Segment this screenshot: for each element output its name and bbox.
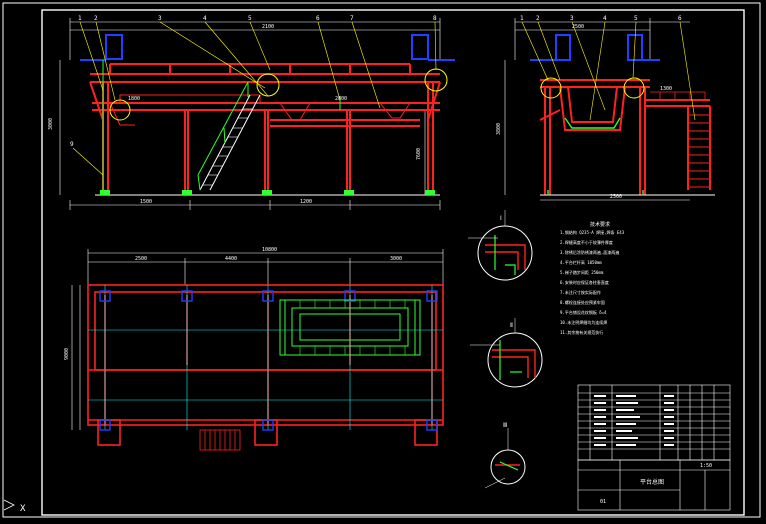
side-view: 1 2 3 4 5 6 2500 1300 3800 2500: [496, 15, 715, 201]
detail-label-3: Ⅲ: [503, 422, 507, 429]
front-dim-4: 3000: [48, 118, 54, 130]
notes-title: 技术要求: [590, 221, 610, 228]
plan-dim-1: 2500: [135, 256, 147, 262]
ucs-icon: [3, 499, 15, 511]
side-balloon-1: 1: [520, 15, 524, 22]
front-balloon-1: 1: [78, 15, 82, 22]
plan-dim-4: 10800: [262, 247, 277, 253]
side-balloon-5: 5: [634, 15, 638, 22]
front-view-dimensions: 2100 1800 2800 3000 1500 1200 7600: [48, 24, 422, 205]
plan-dim-3: 3000: [390, 256, 402, 262]
notes-line-5: 5.梯子踏步间距 250mm: [560, 269, 604, 275]
notes-line-8: 8.螺栓连接处应预紧牢固: [560, 299, 605, 305]
front-balloon-4: 4: [203, 15, 207, 22]
technical-notes: 技术要求 1.钢结构 Q235-A 焊接,焊条 E43 2.焊缝高度不小于较薄件…: [560, 221, 625, 335]
side-view-dimensions: 2500 1300 3800 2500: [496, 24, 672, 200]
notes-line-11: 11.其余按有关规范执行: [560, 329, 603, 335]
notes-line-6: 6.安装时应保证各柱垂直度: [560, 279, 609, 285]
front-dim-3: 2800: [335, 96, 347, 102]
notes-line-7: 7.未注尺寸按实际配作: [560, 289, 601, 295]
parts-list-fill: [594, 395, 674, 446]
side-balloon-2: 2: [536, 15, 540, 22]
side-dim-1: 2500: [572, 24, 584, 30]
front-balloon-3: 3: [158, 15, 162, 22]
front-dim-6: 1200: [300, 199, 312, 205]
front-balloon-8: 8: [433, 15, 437, 22]
title-block-text: 平台总图 1:50 01: [600, 463, 712, 505]
notes-line-3: 3.除锈后涂防锈漆两遍,面漆两遍: [560, 249, 619, 255]
plan-view-dimensions: 2500 4400 3000 10800 9000: [64, 247, 402, 360]
parts-list: [577, 384, 731, 461]
detail-label-2: Ⅱ: [510, 322, 513, 329]
front-dim-2: 1800: [128, 96, 140, 102]
side-balloon-6: 6: [678, 15, 682, 22]
side-balloon-3: 3: [570, 15, 574, 22]
detail-label-1: Ⅰ: [500, 215, 502, 222]
notes-line-10: 10.未注明焊缝均为连续焊: [560, 319, 607, 325]
front-view: 1 2 3 4 5 6 7 8 9 2100 1800 2800 3000 15…: [48, 15, 455, 210]
front-balloon-2: 2: [94, 15, 98, 22]
front-balloon-6: 6: [316, 15, 320, 22]
front-view-balloons: 1 2 3 4 5 6 7 8 9: [70, 15, 437, 148]
detail-labels: Ⅰ Ⅱ Ⅲ: [500, 215, 513, 429]
side-dim-2: 1300: [660, 86, 672, 92]
drawing-frame: [2, 2, 761, 518]
ucs-axis-label: X: [20, 504, 26, 514]
plan-dim-5: 9000: [64, 348, 70, 360]
side-balloon-4: 4: [603, 15, 607, 22]
notes-line-9: 9.平台铺设花纹钢板 δ=4: [560, 309, 607, 315]
front-balloon-5: 5: [248, 15, 252, 22]
title-block: [577, 459, 731, 511]
drawing-scale: 1:50: [700, 463, 712, 469]
drawing-title: 平台总图: [640, 478, 664, 486]
notes-line-4: 4.平台栏杆高 1050mm: [560, 259, 602, 265]
side-dim-4: 2500: [610, 194, 622, 200]
plan-view: 2500 4400 3000 10800 9000: [64, 247, 444, 451]
plan-dim-2: 4400: [225, 256, 237, 262]
side-dim-3: 3800: [496, 123, 502, 135]
side-view-balloons: 1 2 3 4 5 6: [520, 15, 682, 22]
front-balloon-7: 7: [350, 15, 354, 22]
front-balloon-9: 9: [70, 141, 74, 148]
front-dim-7: 7600: [416, 148, 422, 160]
drawing-sheet: 01: [600, 499, 606, 505]
notes-line-2: 2.焊缝高度不小于较薄件厚度: [560, 239, 613, 245]
notes-line-1: 1.钢结构 Q235-A 焊接,焊条 E43: [560, 229, 625, 235]
front-dim-5: 1500: [140, 199, 152, 205]
front-dim-1: 2100: [262, 24, 274, 30]
detail-views: Ⅰ Ⅱ Ⅲ: [468, 210, 543, 489]
